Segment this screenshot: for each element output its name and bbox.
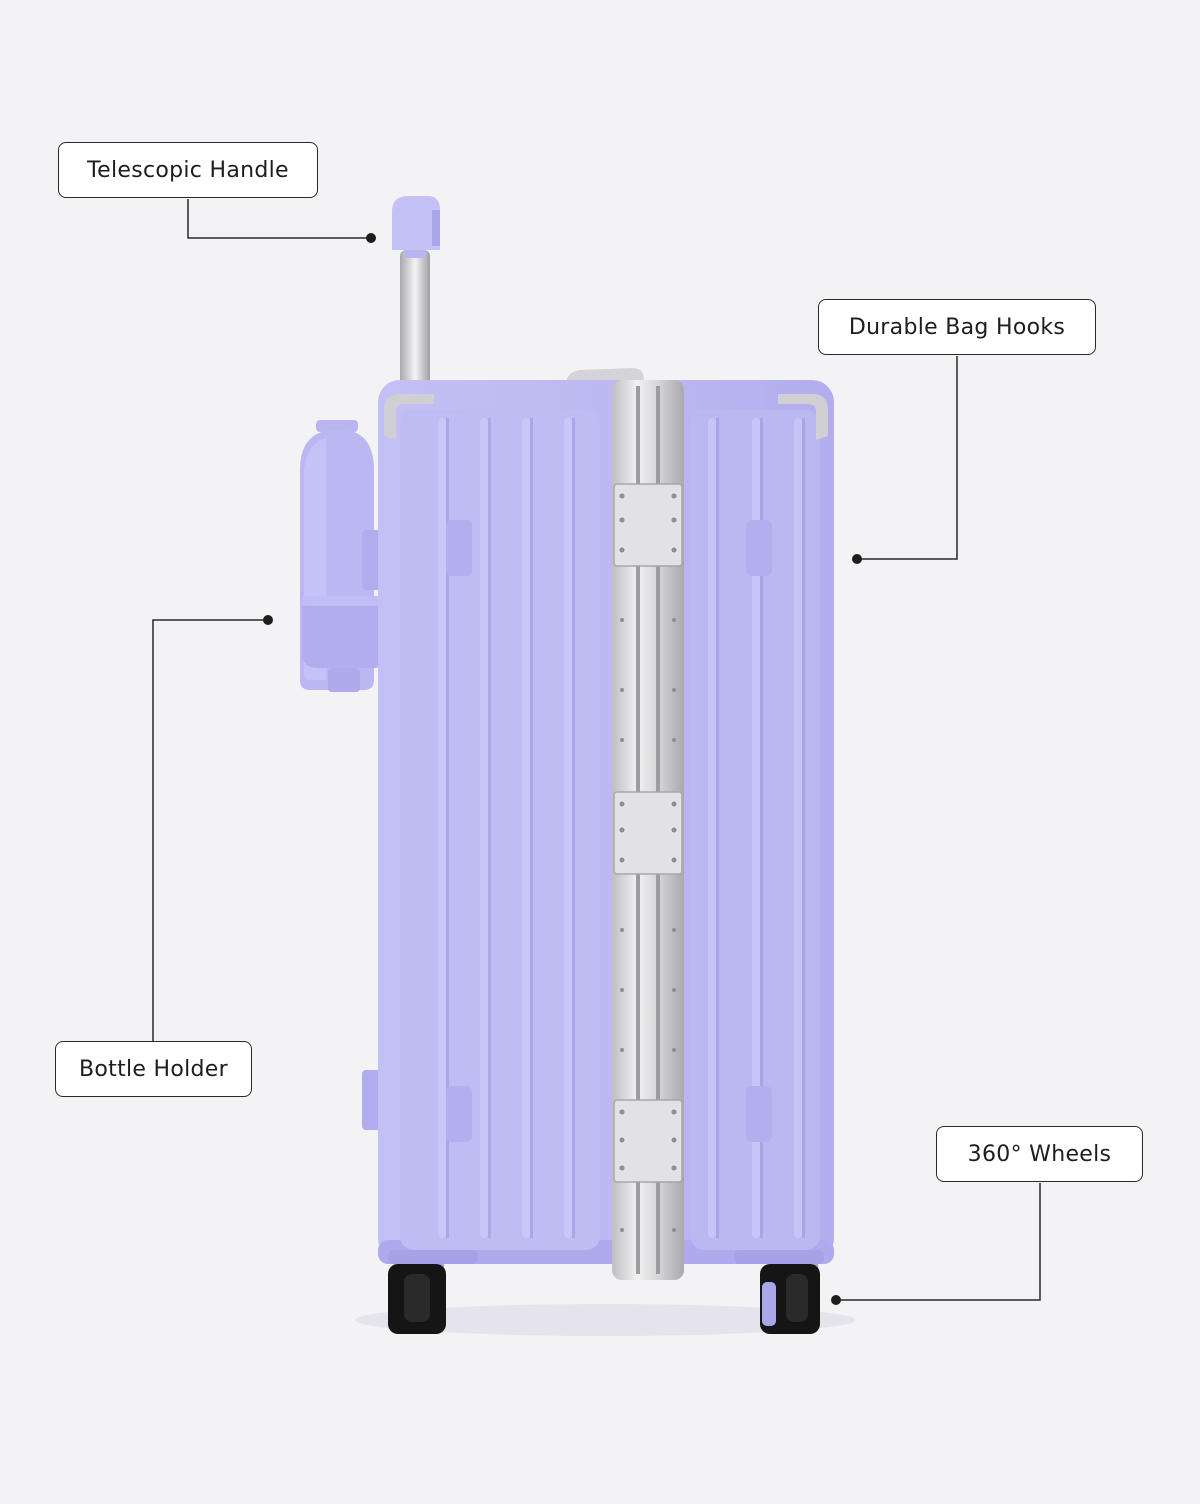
suitcase-body (378, 380, 834, 1264)
telescopic-handle (392, 196, 440, 390)
callout-label: Bottle Holder (78, 1056, 228, 1082)
leader-line-handle (187, 199, 371, 239)
bag-hooks (446, 520, 772, 1142)
aluminum-frame (612, 380, 684, 1280)
callout-label: 360° Wheels (967, 1141, 1112, 1167)
callout-durable-bag-hooks: Durable Bag Hooks (818, 299, 1096, 355)
callout-telescopic-handle: Telescopic Handle (58, 142, 318, 198)
dot-wheels (831, 1295, 841, 1305)
callout-360-wheels: 360° Wheels (936, 1126, 1143, 1182)
wheels (388, 1248, 820, 1334)
leader-line-wheels (836, 1183, 1041, 1301)
dot-hooks (852, 554, 862, 564)
leader-lines (152, 199, 1041, 1301)
callout-label: Telescopic Handle (87, 157, 289, 183)
dot-handle (366, 233, 376, 243)
callout-label: Durable Bag Hooks (848, 314, 1066, 340)
corner-guards (384, 394, 828, 440)
floor-shadow (355, 1304, 855, 1336)
callout-bottle-holder: Bottle Holder (55, 1041, 252, 1097)
leader-dots (263, 233, 862, 1305)
leader-line-hooks (857, 356, 958, 560)
leader-line-bottle (152, 619, 268, 1041)
dot-bottle (263, 615, 273, 625)
